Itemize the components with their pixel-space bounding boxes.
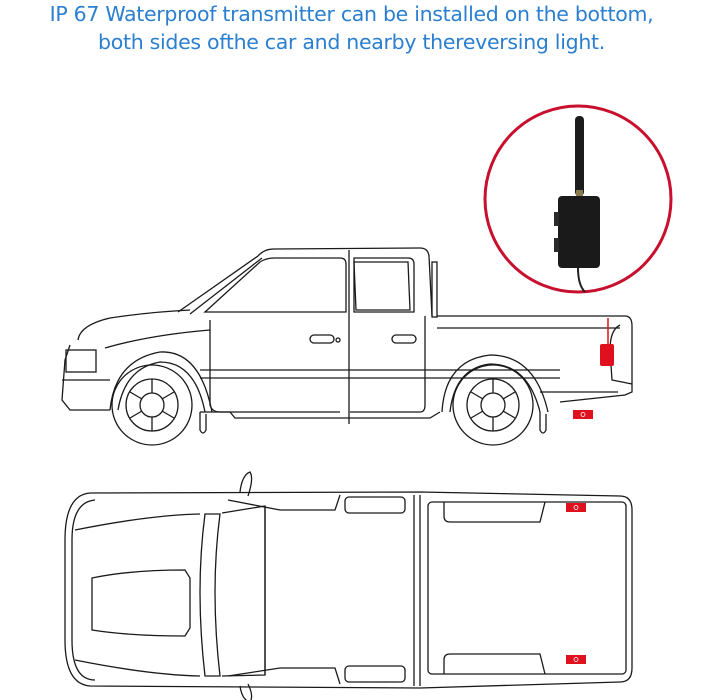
top-mount-markers <box>566 503 586 664</box>
rear-wheel-icon <box>452 364 534 446</box>
side-mount-markers <box>573 318 614 419</box>
truck-top-view <box>64 471 633 700</box>
front-wheel-icon <box>111 364 193 446</box>
caption-line-2: both sides ofthe car and nearby therever… <box>98 30 605 54</box>
transmitter-icon <box>554 116 600 293</box>
caption: IP 67 Waterproof transmitter can be inst… <box>0 0 703 56</box>
mirror-right-icon <box>239 683 253 700</box>
caption-line-1: IP 67 Waterproof transmitter can be inst… <box>49 2 654 26</box>
mirror-left-icon <box>239 471 253 497</box>
transmitter-inset <box>483 104 673 294</box>
